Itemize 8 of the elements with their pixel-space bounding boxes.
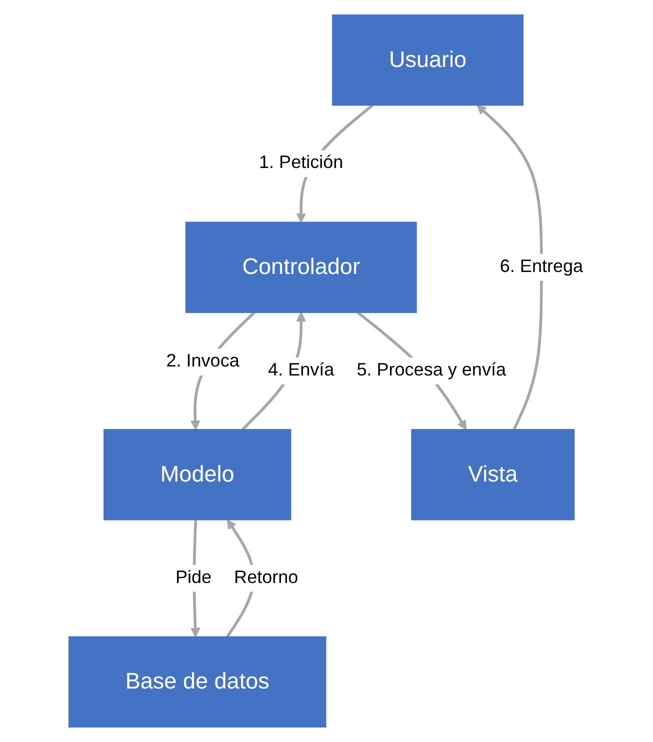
arrow bbox=[477, 104, 544, 430]
box-label: Controlador bbox=[242, 254, 360, 282]
edge-label: 6. Entrega bbox=[500, 257, 584, 276]
box-label: Vista bbox=[468, 461, 518, 490]
box-label: Usuario bbox=[389, 46, 468, 74]
box-label: Base de datos bbox=[126, 668, 270, 696]
box-label: Modelo bbox=[160, 461, 235, 490]
edge-label: 5. Procesa y envía bbox=[357, 360, 506, 380]
